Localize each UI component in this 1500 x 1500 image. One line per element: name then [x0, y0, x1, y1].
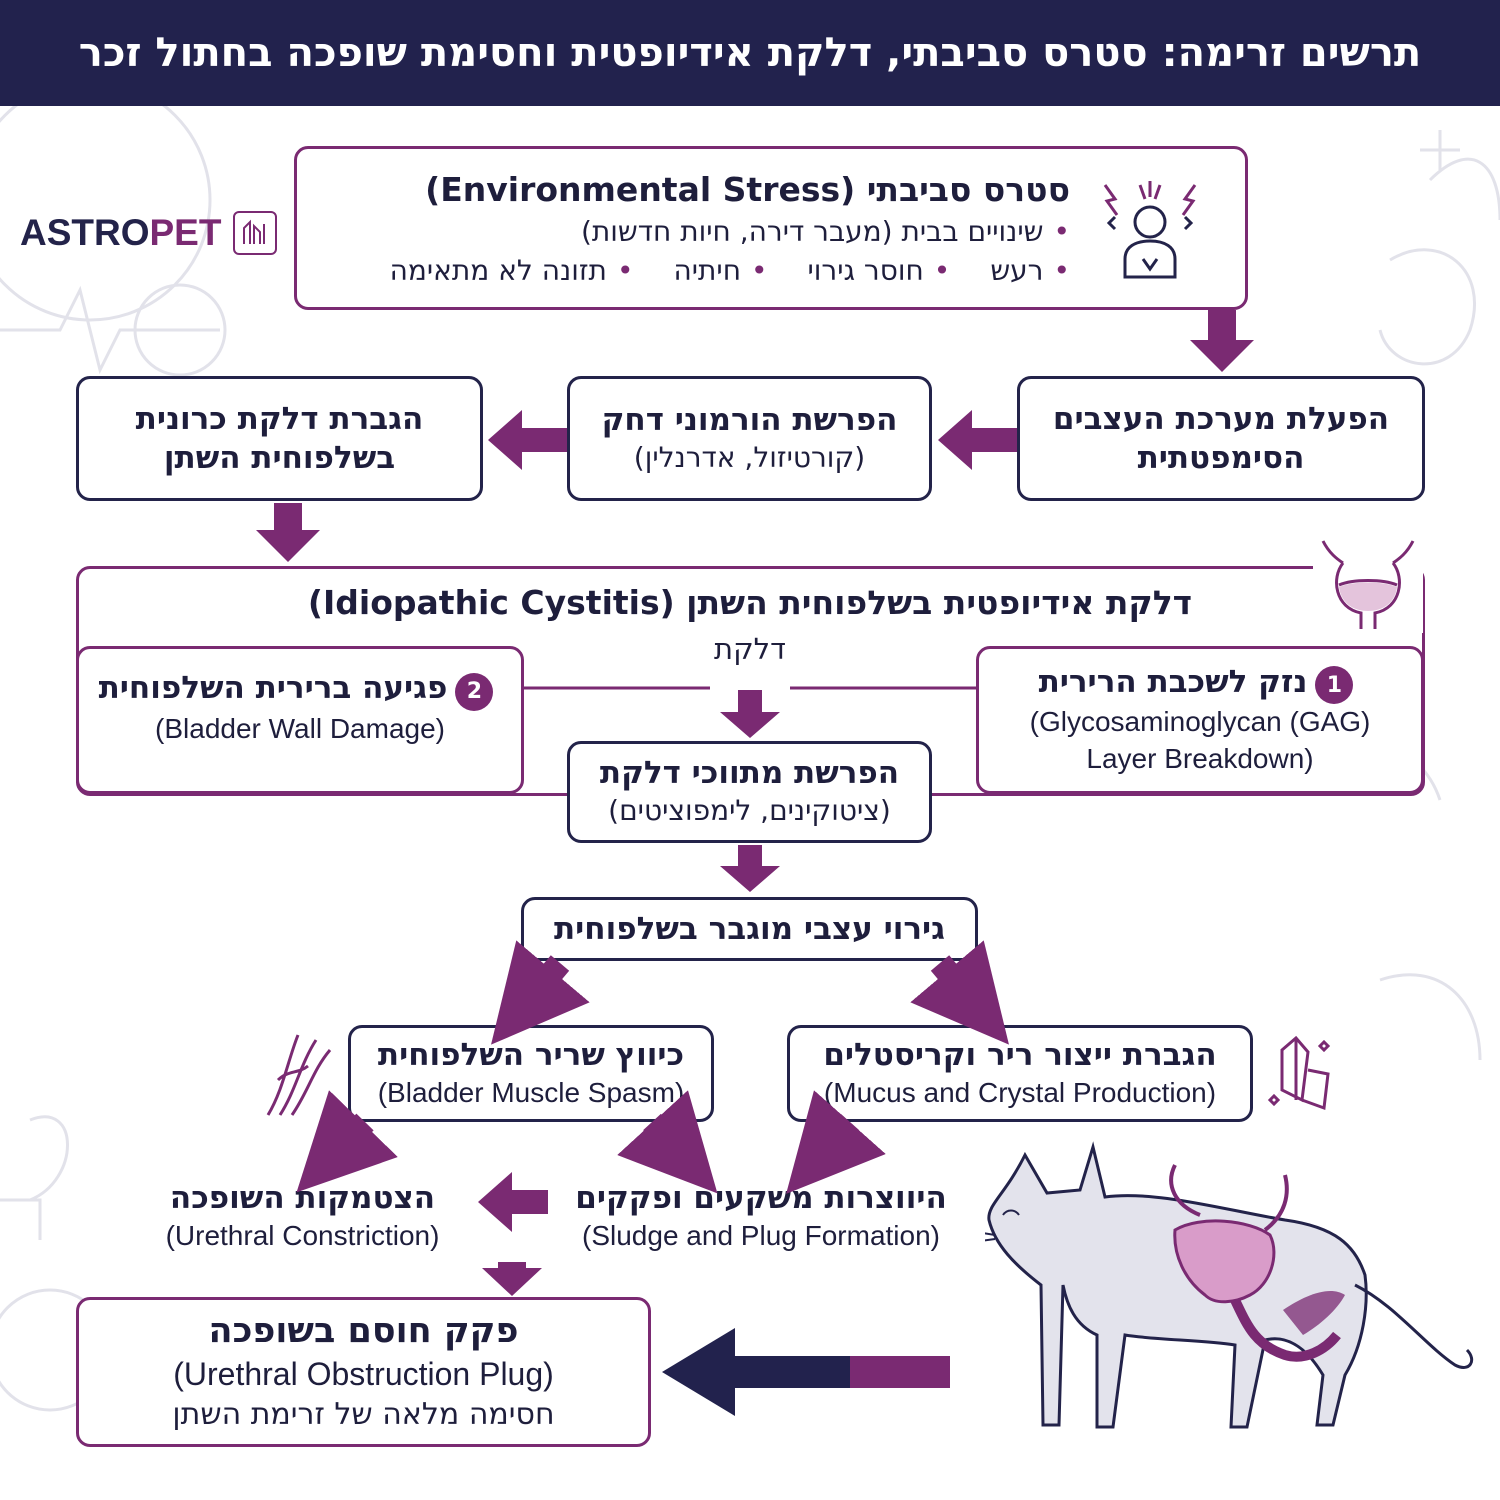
stress-item: שינויים בבית (מעבר דירה, חיות חדשות)	[581, 215, 1070, 248]
sludge-title: היווצרות משקעים ופקקים	[575, 1180, 947, 1217]
step-badge-2: 2	[455, 672, 494, 711]
brand-logo: ASTROPET	[20, 205, 278, 260]
constriction-title: הצטמקות השופכה	[169, 1180, 436, 1217]
inflammation-label: דלקת	[714, 632, 786, 666]
gag-en-2: Layer Breakdown)	[1086, 742, 1314, 774]
plug-title: פקק חוסם בשופכה	[208, 1310, 519, 1351]
crystal-icon	[1267, 1035, 1331, 1111]
mediators-title: הפרשת מתווכי דלקת	[599, 755, 900, 792]
logo-emblem-icon	[233, 210, 278, 255]
spasm-title: כיווץ שריר השלפוחית	[377, 1036, 685, 1073]
stress-item: תזונה לא מתאימה	[390, 254, 634, 287]
wall-en: (Bladder Wall Damage)	[155, 712, 445, 744]
gag-title-row: 1נזק לשכבת הרירית	[1039, 663, 1362, 705]
urethral-constriction-text: הצטמקות השופכה (Urethral Constriction)	[130, 1172, 475, 1262]
logo-text: ASTROPET	[20, 212, 221, 254]
sludge-plug-text: היווצרות משקעים ופקקים (Sludge and Plug …	[556, 1172, 966, 1262]
wall-title: פגיעה ברירית השלפוחית	[98, 670, 448, 706]
page-title: תרשים זרימה: סטרס סביבתי, דלקת אידיופטית…	[0, 0, 1500, 106]
mucus-en: (Mucus and Crystal Production)	[823, 1076, 1217, 1108]
stress-hormones-box: הפרשת הורמוני דחק (קורטיזול, אדרנלין)	[567, 376, 932, 501]
hormones-title: הפרשת הורמוני דחק	[601, 401, 898, 438]
stress-items-line1: שינויים בבית (מעבר דירה, חיות חדשות)	[317, 215, 1070, 248]
wall-title-row: 2פגיעה ברירית השלפוחית	[99, 669, 502, 711]
mucus-title: הגברת ייצור ריר וקריסטלים	[823, 1036, 1217, 1073]
mediators-sub: (ציטוקינים, לימפוציטים)	[608, 794, 891, 828]
plug-en: (Urethral Obstruction Plug)	[173, 1355, 554, 1392]
bladder-icon	[1313, 533, 1423, 633]
step-badge-1: 1	[1315, 666, 1354, 705]
sympathetic-text: הפעלת מערכת העצבים הסימפטתית	[1052, 400, 1390, 476]
environmental-stress-box: סטרס סביבתי (Environmental Stress) שינוי…	[294, 146, 1248, 310]
chronic-inflammation-box: הגברת דלקת כרונית בשלפוחית השתן	[76, 376, 483, 501]
stressed-person-icon	[1103, 181, 1197, 279]
cat-anatomy-illustration	[985, 1141, 1474, 1429]
logo-suffix: PET	[149, 211, 222, 253]
spasm-en: (Bladder Muscle Spasm)	[377, 1076, 685, 1108]
muscle-fiber-icon	[266, 1034, 332, 1116]
bladder-spasm-box: כיווץ שריר השלפוחית (Bladder Muscle Spas…	[348, 1025, 714, 1122]
plug-sub: חסימה מלאה של זרימת השתן	[172, 1397, 555, 1433]
inflammatory-mediators-box: הפרשת מתווכי דלקת (ציטוקינים, לימפוציטים…	[567, 741, 932, 843]
urethral-plug-box: פקק חוסם בשופכה (Urethral Obstruction Pl…	[76, 1297, 651, 1447]
chronic-text: הגברת דלקת כרונית בשלפוחית השתן	[135, 400, 424, 476]
stress-item: רעש	[990, 254, 1070, 287]
page-title-text: תרשים זרימה: סטרס סביבתי, דלקת אידיופטית…	[78, 30, 1422, 76]
constriction-en: (Urethral Constriction)	[165, 1220, 440, 1252]
stress-item: חוסר גירוי	[808, 254, 951, 287]
sympathetic-activation-box: הפעלת מערכת העצבים הסימפטתית	[1017, 376, 1425, 501]
mucus-crystal-box: הגברת ייצור ריר וקריסטלים (Mucus and Cry…	[787, 1025, 1253, 1122]
gag-title: נזק לשכבת הרירית	[1038, 663, 1308, 700]
stress-item: חיתיה	[673, 254, 767, 287]
stress-items-line2: רעש חוסר גירוי חיתיה תזונה לא מתאימה	[317, 254, 1070, 287]
cystitis-title: דלקת אידיופטית בשלפוחית השתן (Idiopathic…	[307, 583, 1193, 622]
sludge-en: (Sludge and Plug Formation)	[582, 1220, 940, 1252]
gag-layer-box: 1נזק לשכבת הרירית (Glycosaminoglycan (GA…	[976, 646, 1424, 794]
bladder-wall-damage-box: 2פגיעה ברירית השלפוחית (Bladder Wall Dam…	[76, 646, 524, 794]
nerve-stimulation-box: גירוי עצבי מוגבר בשלפוחית	[521, 897, 978, 961]
nerve-title: גירוי עצבי מוגבר בשלפוחית	[554, 910, 945, 947]
hormones-sub: (קורטיזול, אדרנלין)	[633, 440, 866, 474]
stress-title: סטרס סביבתי (Environmental Stress)	[425, 169, 1070, 209]
gag-en-1: (Glycosaminoglycan (GAG)	[1029, 706, 1371, 738]
logo-prefix: ASTRO	[20, 211, 150, 253]
